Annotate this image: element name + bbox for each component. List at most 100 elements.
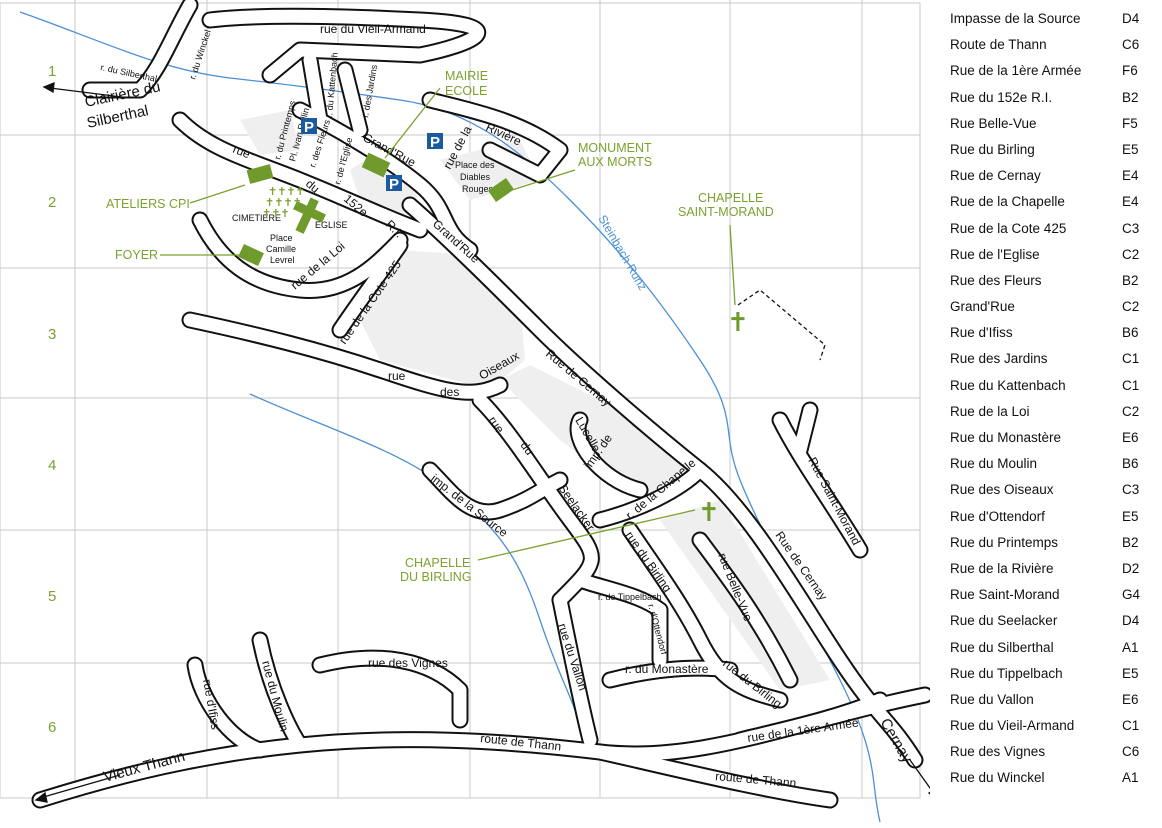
road-jardins (338, 63, 367, 137)
parking-icon: P (427, 133, 443, 151)
street-name: Rue de Cernay (950, 168, 1041, 184)
street-name: Rue des Vignes (950, 744, 1046, 760)
mairie-label: MAIRIE (445, 69, 488, 83)
grid-reference: C1 (1122, 377, 1140, 393)
svg-text:P: P (304, 119, 314, 136)
roads (31, 0, 930, 809)
street-name: Rue du Moulin (950, 456, 1038, 472)
road-winckel (83, 0, 197, 97)
road-ifiss (188, 658, 267, 757)
grid-reference: C2 (1122, 299, 1140, 315)
mairie-building (361, 152, 391, 178)
grid-reference: F5 (1122, 115, 1138, 131)
grid-reference: F6 (1122, 63, 1138, 79)
street-index-row: Route de Thann C6 (950, 34, 1150, 60)
rivers (19, 11, 881, 823)
street-name: Rue du Tippelbach (950, 665, 1063, 681)
grid-reference: D4 (1122, 11, 1140, 26)
grid-reference: D4 (1122, 613, 1140, 629)
svg-text:P: P (389, 176, 399, 193)
street-name: Rue du 152e R.I. (950, 89, 1053, 105)
grid-reference: C1 (1122, 351, 1140, 367)
monument-label: AUX MORTS (578, 155, 652, 169)
parking-icon: P (386, 175, 402, 193)
grid-reference: E6 (1122, 430, 1139, 445)
road-saint-morand (773, 403, 867, 557)
street-index-row: Grand'Rue C2 (950, 296, 1150, 322)
grid-reference: G4 (1122, 587, 1141, 603)
street-name: Rue du Winckel (950, 770, 1045, 786)
street-name: Rue des Jardins (950, 351, 1048, 367)
street-index-row: Rue des Oiseaux C3 (950, 479, 1150, 505)
grid-reference: E6 (1122, 691, 1139, 707)
street-name: Rue du Seelacker (950, 613, 1058, 629)
svg-text:✝✝✝: ✝✝✝ (262, 208, 290, 220)
foyer-label: FOYER (115, 248, 158, 262)
grid-reference: E5 (1122, 141, 1139, 157)
row-labels: 1 2 3 4 5 6 (48, 63, 56, 736)
street-index-row: Rue du Monastère E6 (950, 427, 1150, 453)
grid-reference: C3 (1122, 482, 1140, 498)
road-lucelle (571, 413, 647, 497)
road-label: rue des Vignes (368, 656, 448, 670)
road-rue-du-vieil-armand (203, 9, 485, 82)
grid-reference: E4 (1122, 168, 1139, 184)
road-rue-des-oiseaux (183, 313, 507, 399)
grid-reference: B6 (1122, 456, 1139, 472)
road-kattenbach (303, 53, 327, 127)
street-index-row: Rue des Jardins C1 (950, 348, 1150, 374)
grid-reference: B2 (1122, 534, 1139, 550)
street-name: Rue de la Loi (950, 403, 1030, 419)
river-steinbach-runz (19, 11, 881, 823)
road-birling (623, 523, 787, 707)
ecole-label: ECOLE (445, 84, 487, 98)
street-name: Rue Saint-Morand (950, 587, 1060, 603)
chapelle-label: DU BIRLING (400, 570, 472, 584)
road-vallon (553, 593, 597, 747)
grid-reference: C6 (1122, 37, 1140, 53)
street-index-row: Rue du Seelacker D4 (950, 610, 1150, 636)
grid-reference: C3 (1122, 220, 1140, 236)
grid-reference: C1 (1122, 718, 1140, 734)
road-source (423, 463, 567, 519)
parking-icon: P (301, 118, 317, 136)
street-name: Rue des Fleurs (950, 272, 1042, 288)
street-name: Grand'Rue (950, 299, 1015, 315)
cimetiere-label: CIMETIERE (232, 213, 281, 223)
street-name: Rue du Monastère (950, 430, 1062, 445)
village-map: 1 2 3 4 5 6 (0, 0, 930, 823)
road-label: rue du Vieil-Armand (320, 22, 426, 36)
church-cross-icon (293, 197, 326, 234)
road-1ere-armee (733, 693, 887, 747)
road-chapelle (593, 463, 707, 527)
road-label: Diables (460, 172, 491, 182)
street-name: Rue des Oiseaux (950, 482, 1054, 498)
grid-reference: E5 (1122, 508, 1139, 524)
street-name: Rue du Kattenbach (950, 377, 1066, 393)
row-label: 1 (48, 63, 56, 80)
row-label: 2 (48, 194, 56, 211)
grid-reference: C2 (1122, 403, 1140, 419)
row-label: 4 (48, 457, 56, 474)
ateliers-building (246, 164, 274, 184)
svg-text:✝✝✝✝: ✝✝✝✝ (268, 186, 305, 198)
street-name: Route de Thann (950, 37, 1047, 53)
road-label: des (440, 385, 459, 399)
street-index-row: Rue du Kattenbach C1 (950, 375, 1150, 401)
grid-reference: B6 (1122, 325, 1139, 341)
street-name: Rue du Birling (950, 141, 1035, 157)
place-label: Levrel (270, 255, 295, 265)
monument-label: MONUMENT (578, 141, 652, 155)
